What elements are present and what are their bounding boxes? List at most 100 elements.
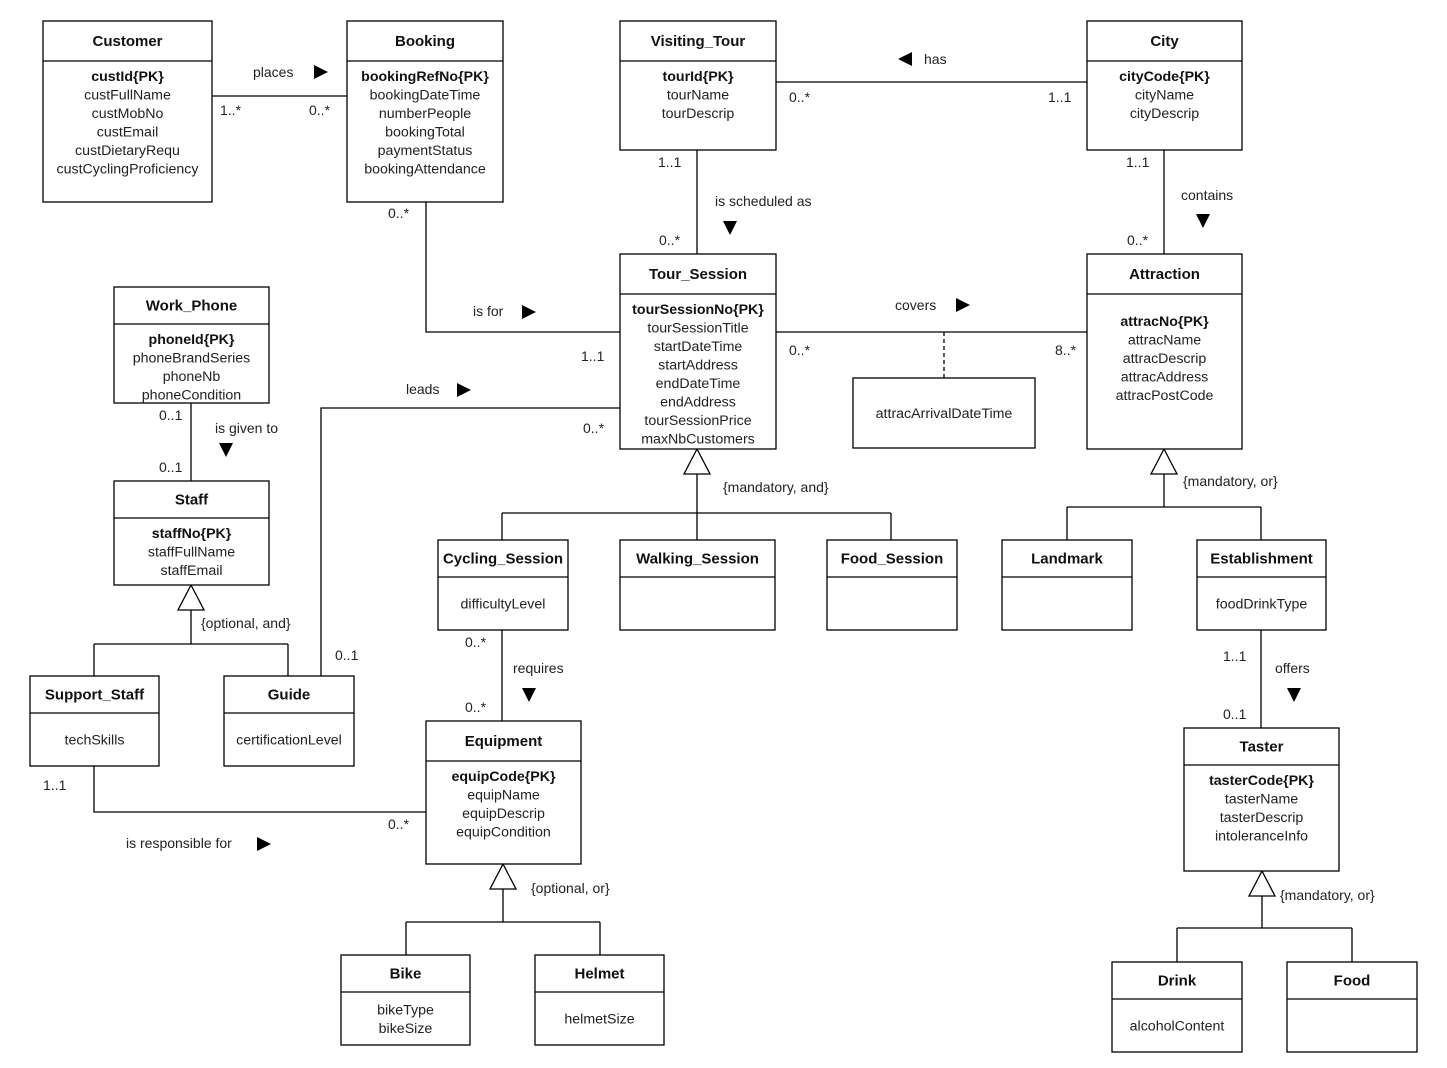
entity-city-attribute: cityName xyxy=(1135,88,1194,104)
is-for-label: is for xyxy=(473,303,504,319)
entity-food-name: Food xyxy=(1334,973,1371,990)
is-responsible-for-line xyxy=(93,766,426,813)
entity-booking-attribute: bookingAttendance xyxy=(364,162,486,178)
entity-booking-attribute: bookingRefNo{PK} xyxy=(361,69,489,85)
leads-label: leads xyxy=(406,381,439,397)
entity-attraction-box xyxy=(1086,253,1243,450)
entity-food[interactable]: Food xyxy=(1286,961,1418,1053)
leads-direction-arrow-icon xyxy=(457,383,471,397)
entity-tour-session-attribute: tourSessionNo{PK} xyxy=(632,302,764,318)
entity-attraction[interactable]: AttractionattracNo{PK}attracNameattracDe… xyxy=(1086,253,1243,450)
entity-booking-attribute: paymentStatus xyxy=(378,143,473,159)
entity-customer-attribute: custCyclingProficiency xyxy=(57,162,200,178)
has-direction-arrow-icon xyxy=(898,52,912,66)
is-given-to-direction-arrow-icon xyxy=(219,443,233,457)
entity-work-phone[interactable]: Work_PhonephoneId{PK}phoneBrandSeriespho… xyxy=(113,286,270,404)
entity-equipment[interactable]: EquipmentequipCode{PK}equipNameequipDesc… xyxy=(425,720,582,865)
requires-direction-arrow-icon xyxy=(522,688,536,702)
entity-attraction-attribute: attracName xyxy=(1128,333,1201,349)
entity-city-attribute: cityCode{PK} xyxy=(1119,69,1210,85)
is-responsible-for-label: is responsible for xyxy=(126,835,232,851)
entity-guide-attribute: certificationLevel xyxy=(236,733,342,749)
entity-attraction-attribute: attracNo{PK} xyxy=(1120,314,1209,330)
entity-staff-attribute: staffNo{PK} xyxy=(152,526,232,542)
leads-line xyxy=(320,407,620,676)
entity-staff-attribute: staffEmail xyxy=(160,563,222,579)
entity-city-attribute: cityDescrip xyxy=(1130,106,1199,122)
entity-support-staff-name: Support_Staff xyxy=(45,687,145,704)
relationship-labels: places 1..* 0..* has 0..* 1..1 1..1 is s… xyxy=(43,51,1375,903)
association-class-covers[interactable]: attracArrivalDateTime xyxy=(852,377,1036,449)
entity-bike-attribute: bikeType xyxy=(377,1002,434,1018)
offers-label: offers xyxy=(1275,660,1310,676)
is-scheduled-as-label: is scheduled as xyxy=(715,193,812,209)
taster-generalization-constraint: {mandatory, or} xyxy=(1280,887,1375,903)
entity-guide-box xyxy=(223,675,355,767)
staff-generalization-lines xyxy=(93,610,289,676)
entity-helmet-box xyxy=(534,954,665,1046)
offers-direction-arrow-icon xyxy=(1287,688,1301,702)
entity-landmark[interactable]: Landmark xyxy=(1001,539,1133,631)
entity-work-phone-attribute: phoneId{PK} xyxy=(149,332,235,348)
entity-customer[interactable]: CustomercustId{PK}custFullNamecustMobNoc… xyxy=(42,20,213,203)
is-given-to-label: is given to xyxy=(215,420,278,436)
entities: CustomercustId{PK}custFullNamecustMobNoc… xyxy=(29,20,1418,1053)
entity-attraction-name: Attraction xyxy=(1129,266,1200,283)
attraction-generalization-lines xyxy=(1066,474,1262,540)
entity-bike-attribute: bikeSize xyxy=(379,1021,433,1037)
entity-attraction-attribute: attracPostCode xyxy=(1116,388,1214,404)
entity-food-session-box xyxy=(826,539,958,631)
entity-establishment-attribute: foodDrinkType xyxy=(1216,597,1308,613)
entity-visiting-tour-attribute: tourName xyxy=(667,88,729,104)
entity-taster[interactable]: TastertasterCode{PK}tasterNametasterDesc… xyxy=(1183,727,1340,872)
offers-to-multiplicity: 0..1 xyxy=(1223,706,1247,722)
is-responsible-for-direction-arrow-icon xyxy=(257,837,271,851)
entity-customer-attribute: custFullName xyxy=(84,88,171,104)
entity-tour-session[interactable]: Tour_SessiontourSessionNo{PK}tourSession… xyxy=(619,253,777,450)
tour-session-generalization-lines xyxy=(501,474,892,540)
taster-generalization-triangle xyxy=(1247,869,1277,897)
places-direction-arrow-icon xyxy=(314,65,328,79)
entity-guide[interactable]: Guide certificationLevel xyxy=(223,675,355,767)
is-responsible-for-from-multiplicity: 1..1 xyxy=(43,777,67,793)
entity-food-session[interactable]: Food_Session xyxy=(826,539,958,631)
entity-work-phone-attribute: phoneNb xyxy=(163,369,221,385)
covers-direction-arrow-icon xyxy=(956,298,970,312)
covers-from-multiplicity: 0..* xyxy=(789,342,811,358)
entity-visiting-tour-attribute: tourId{PK} xyxy=(663,69,734,85)
entity-tour-session-name: Tour_Session xyxy=(649,266,747,283)
attraction-generalization-constraint: {mandatory, or} xyxy=(1183,473,1278,489)
entity-staff-attribute: staffFullName xyxy=(148,545,235,561)
entity-cycling-session-name: Cycling_Session xyxy=(443,551,563,568)
entity-equipment-attribute: equipDescrip xyxy=(462,806,545,822)
entity-support-staff-box xyxy=(29,675,160,767)
entity-equipment-box xyxy=(425,720,582,865)
entity-guide-name: Guide xyxy=(268,687,311,704)
leads-from-multiplicity: 0..1 xyxy=(335,647,359,663)
entity-tour-session-attribute: maxNbCustomers xyxy=(641,432,755,448)
contains-label: contains xyxy=(1181,187,1233,203)
entity-visiting-tour[interactable]: Visiting_TourtourId{PK}tourNametourDescr… xyxy=(619,20,777,151)
entity-walking-session-name: Walking_Session xyxy=(636,551,759,568)
contains-from-multiplicity: 1..1 xyxy=(1126,154,1150,170)
is-scheduled-as-from-multiplicity: 1..1 xyxy=(658,154,682,170)
tour-session-generalization-constraint: {mandatory, and} xyxy=(723,479,829,495)
is-given-to-to-multiplicity: 0..1 xyxy=(159,459,183,475)
places-from-multiplicity: 1..* xyxy=(220,102,242,118)
is-for-to-multiplicity: 1..1 xyxy=(581,348,605,364)
entity-booking[interactable]: BookingbookingRefNo{PK}bookingDateTimenu… xyxy=(346,20,504,203)
covers-to-multiplicity: 8..* xyxy=(1055,342,1077,358)
entity-walking-session[interactable]: Walking_Session xyxy=(619,539,776,631)
entity-customer-name: Customer xyxy=(92,33,162,50)
entity-tour-session-attribute: endAddress xyxy=(660,395,736,411)
entity-landmark-box xyxy=(1001,539,1133,631)
places-label: places xyxy=(253,64,293,80)
